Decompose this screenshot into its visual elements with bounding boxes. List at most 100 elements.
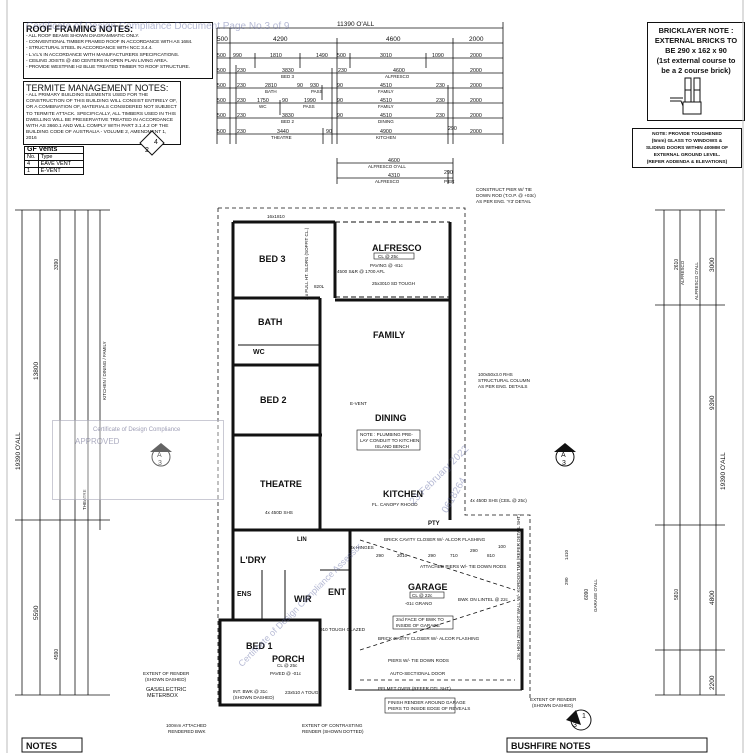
brick-detail-icon [670,77,702,115]
annotation: CL @ 25c [378,254,399,259]
room-ldry: L'DRY [240,555,266,565]
annotation: AS PER ENG. 'Y3' DETAIL [476,199,531,204]
vents-title: GF Vents [24,146,84,154]
dim-label: ALFRESCO [680,260,685,285]
note-line: SLIDING DOORS WITHIN 400MM OF [645,146,729,151]
roof-note-line: - PROVIDE WESTFINE H2 BLUE TREATED TIMBE… [26,65,190,71]
annotation: INT. BWK @ 31c [233,689,268,694]
dim: 2200 [709,675,716,690]
dim: 4510 [380,83,392,89]
vents-cell: 1 [24,167,39,175]
roof-note-line: - CONVENTIONAL TIMBER FRAMED ROOF IN ACC… [26,40,193,46]
annotation: 28c HIGH ZERO LOT WALL W/- KORDON TMB (R… [516,514,521,660]
dim-label: PASS [303,104,315,109]
annotation: LAY CONDUIT TO KITCHEN [360,438,419,443]
vents-header: No. [24,153,39,161]
section-marker: 1 3 [566,709,592,731]
dim: 90 [282,98,288,104]
annotation: 23x510 A TOUGH [285,690,322,695]
toughened-glass-note: NOTE: PROVIDE TOUGHENED (5mm) GLASS TO W… [632,128,742,168]
vents-cell: E-VENT [37,167,84,175]
dim: 230 [338,68,347,74]
dim: 230 [237,83,246,89]
dim: 4590 [54,649,60,660]
dim: 230 [436,113,445,119]
dim-label: BATH [265,89,277,94]
annotation: 4x 450D SHS [265,510,293,515]
room-porch: PORCH [272,654,305,664]
annotation: 4500 S&R @ 1700 AFL [337,269,385,274]
footer-box [21,737,83,753]
annotation: AS PER ENG. DETAILS [478,384,527,389]
annotation: BWK ON LINTEL @ 22c [458,597,509,602]
dim: 2000 [470,83,482,89]
watermark-header: Certificate of Design Compliance Documen… [26,21,290,32]
top-dimension-labels: 11390 O'ALL 500 4290 4600 2000 500 990 1… [217,21,484,184]
dim: 3830 [282,68,294,74]
dim: 2810 [265,83,277,89]
dim: 2000 [470,113,482,119]
dim: 19390 O'ALL [15,432,22,470]
annotation: CONSTRUCT PIER W/ TIE [476,187,532,192]
dim: 1490 [316,53,328,59]
dim: 13800 [33,362,40,380]
stamp-title: Certificate of Design Compliance [93,427,181,433]
annotation: 2 x FULL HT. SLDRS (SOFFIT CL.) [304,227,309,300]
dim-label: KITCHEN / DINING / FAMILY [102,341,107,400]
dim: 4600 [393,68,405,74]
dim-label: PIER [444,179,455,184]
dim: 4290 [273,36,288,43]
overall-width: 11390 O'ALL [337,21,375,28]
dim: 4800 [709,590,716,605]
dim-label: BED 2 [281,119,295,124]
annotation: PIERS W/- TIE DOWN RODS [388,658,449,663]
dim: 500 [217,36,228,43]
marker-num: A [561,452,566,459]
room-ens: ENS [237,591,252,598]
annotation: CL @ 25c [277,663,298,668]
room-labels: BED 3 ALFRESCO BATH WC FAMILY BED 2 DINI… [237,243,448,664]
dim: 4600 [386,36,401,43]
dim: 1410 [564,549,569,560]
dim-label: ALFRESCO O'ALL [694,262,699,300]
dim: 5810 [674,589,680,600]
dim: 2000 [470,53,482,59]
footer-bushfire-notes: BUSHFIRE NOTES [511,741,591,751]
room-garage: GARAGE [408,582,448,592]
dim: 2000 [470,129,482,135]
note-line: (5mm) GLASS TO WINDOWS & [651,139,723,144]
vents-header: Type [37,153,84,161]
dim: 2000 [469,36,484,43]
annotation: DOWN ROD (T.O.P. @ +03c) [476,193,536,198]
dim: 500 [217,129,226,135]
annotation: (SHOWN DASHED) [532,703,574,708]
annotation: 290 [428,553,436,558]
footer-box [506,737,708,753]
dim: 230 [436,83,445,89]
marker-sheet: 2 [145,147,149,154]
dim-label: GARAGE O'ALL [593,579,598,612]
note-line: EXTERNAL BRICKS TO [654,36,738,45]
room-family: FAMILY [373,330,405,340]
annotation: RENDERED BWK [168,729,206,734]
annotation: (SHOWN DASHED) [145,677,187,682]
dim: 2610 [674,259,680,270]
dim: 290 [448,126,457,132]
roof-note-line: - CEILING JOISTS @ 450 CENTERS IN OPEN P… [26,58,168,64]
annotation: STRUCTURAL COLUMN [478,378,530,383]
dim-label: ALFRESCO [375,179,400,184]
annotation: PELMET OVER (REFER DTL SHT) [378,686,451,691]
dim: 1090 [432,53,444,59]
dim-label: THEATRE [271,135,292,140]
dim: 500 [217,113,226,119]
dim: 9390 [709,395,716,410]
dim: 930 [310,83,319,89]
top-dimensions [216,22,504,184]
watermark-diagonal: 23 February 2022 [407,443,472,508]
annotation: 100x50x3.0 RHS [478,372,513,377]
dim: 1810 [270,53,282,59]
annotation: AUTO-SECTIONAL DOOR [390,671,446,676]
dim: 4600 [388,158,400,164]
dim-label: BED 3 [281,74,295,79]
dim: 3000 [709,257,716,272]
